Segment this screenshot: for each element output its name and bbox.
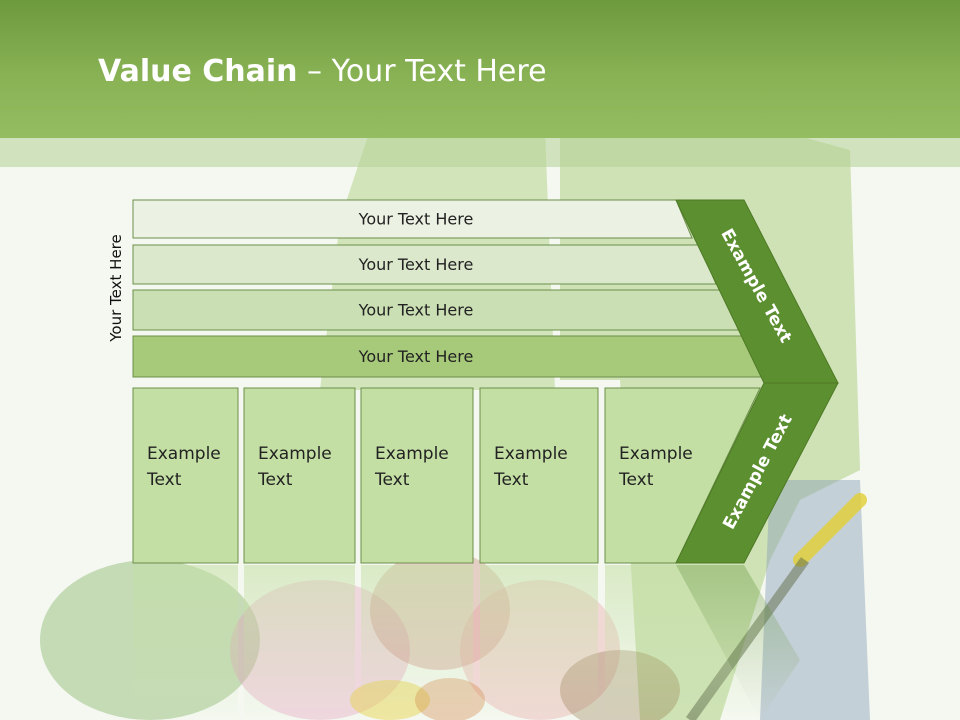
column-shape xyxy=(132,387,239,564)
column-shape xyxy=(243,387,356,564)
diagram-reflection xyxy=(133,565,800,720)
column-label: Example xyxy=(494,444,568,464)
column-label: Example xyxy=(258,444,332,464)
title-rest: – Your Text Here xyxy=(297,54,547,89)
bar-label: Your Text Here xyxy=(358,210,474,229)
column-label: Text xyxy=(146,470,182,490)
header-bar xyxy=(0,0,960,138)
header-band xyxy=(0,138,960,167)
bar-label: Your Text Here xyxy=(358,255,474,274)
value-chain-bar: Your Text Here xyxy=(132,199,693,239)
column-shape xyxy=(479,387,599,564)
value-chain-bar: Your Text Here xyxy=(132,289,741,331)
chevron-lower-segment xyxy=(675,382,839,564)
column-label: Example xyxy=(147,444,221,464)
columns-layer: ExampleTextExampleTextExampleTextExample… xyxy=(132,387,761,564)
column-label: Example xyxy=(619,444,693,464)
bar-label: Your Text Here xyxy=(358,347,474,366)
value-chain-bar: Your Text Here xyxy=(132,244,717,285)
value-chain-bar: Your Text Here xyxy=(132,335,765,378)
column-label: Text xyxy=(493,470,529,490)
column-label: Text xyxy=(618,470,654,490)
column-label: Example xyxy=(375,444,449,464)
bar-shape xyxy=(132,199,693,239)
title-bold: Value Chain xyxy=(98,54,298,89)
slide-title: Value Chain – Your Text Here xyxy=(98,54,547,89)
bar-label: Your Text Here xyxy=(358,301,474,320)
column-shape xyxy=(360,387,474,564)
column-label: Text xyxy=(257,470,293,490)
column-label: Text xyxy=(374,470,410,490)
